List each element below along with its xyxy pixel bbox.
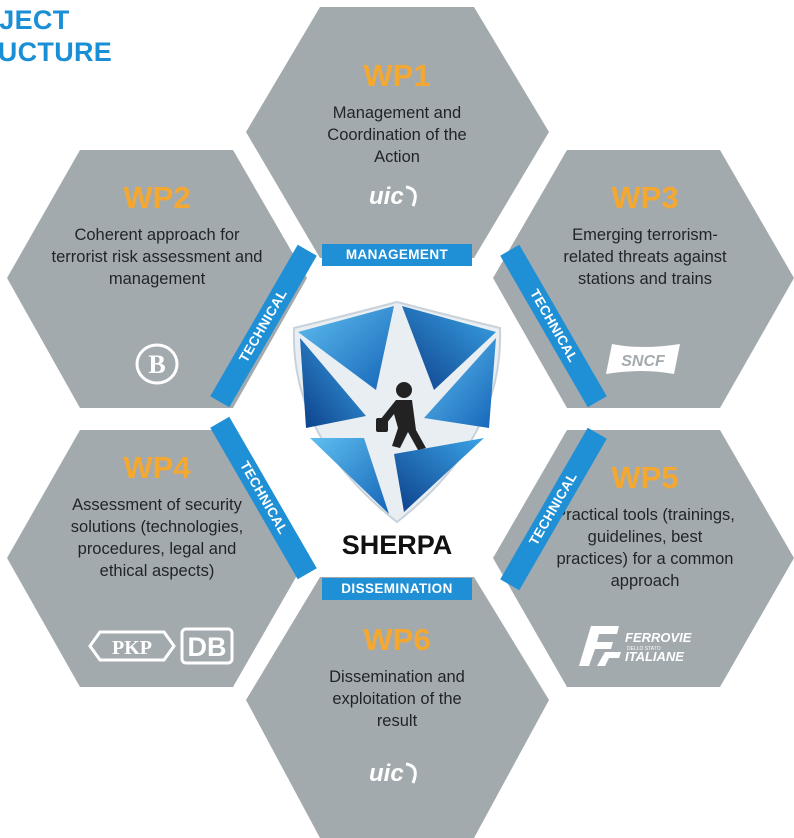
wp-number: WP4 [123,450,191,485]
svg-text:B: B [148,350,165,379]
sncb-logo: B [135,342,179,386]
work-package-wp1: WP1 Management and Coordination of the A… [283,58,511,168]
svg-text:DELLO STATO: DELLO STATO [627,646,661,652]
wp-description: Dissemination and exploitation of the re… [329,668,465,730]
hexagon-wp1 [246,7,549,258]
svg-text:PKP: PKP [112,637,152,659]
tag-management: MANAGEMENT [322,244,472,266]
work-package-wp4: WP4 Assessment of security solutions (te… [50,450,264,582]
svg-text:ITALIANE: ITALIANE [625,649,684,664]
tag-dissemination: DISSEMINATION [322,578,472,600]
hexagon-wp6 [246,577,549,838]
sncf-logo: SNCF [602,340,684,378]
work-package-wp6: WP6 Dissemination and exploitation of th… [283,622,511,732]
sherpa-label: SHERPA [341,530,453,560]
wp-number: WP3 [611,180,679,215]
svg-text:DB: DB [188,632,227,662]
wp-description: Management and Coordination of the Actio… [327,104,467,166]
work-package-wp5: WP5 Practical tools (trainings, guidelin… [535,460,755,592]
svg-text:FERROVIE: FERROVIE [625,630,692,645]
wp-description: Assessment of security solutions (techno… [70,496,244,580]
wp-number: WP5 [611,460,679,495]
wp-description: Emerging terrorism-related threats again… [563,226,727,288]
pkp-db-logos: PKP DB [86,626,236,666]
wp-number: WP6 [363,622,431,657]
svg-text:uic: uic [369,183,404,210]
hexagon-wp4 [7,430,307,687]
title-line-2: RUCTURE [0,37,113,67]
wp-description: Practical tools (trainings, guidelines, … [555,506,735,590]
uic-logo: uic [366,755,428,791]
page-title: OJECT RUCTURE [0,4,112,68]
hexagon-wp2 [7,150,307,408]
work-package-wp2: WP2 Coherent approach for terrorist risk… [50,180,264,290]
svg-text:uic: uic [369,760,404,787]
ferrovie-logo: FERROVIE DELLO STATO ITALIANE [575,622,725,668]
work-package-wp3: WP3 Emerging terrorism-related threats a… [535,180,755,290]
sherpa-shield-logo [284,298,510,524]
uic-logo: uic [366,178,428,214]
wp-number: WP2 [123,180,191,215]
title-line-1: OJECT [0,5,70,35]
svg-text:SNCF: SNCF [621,353,666,370]
wp-number: WP1 [363,58,431,93]
wp-description: Coherent approach for terrorist risk ass… [51,226,263,288]
